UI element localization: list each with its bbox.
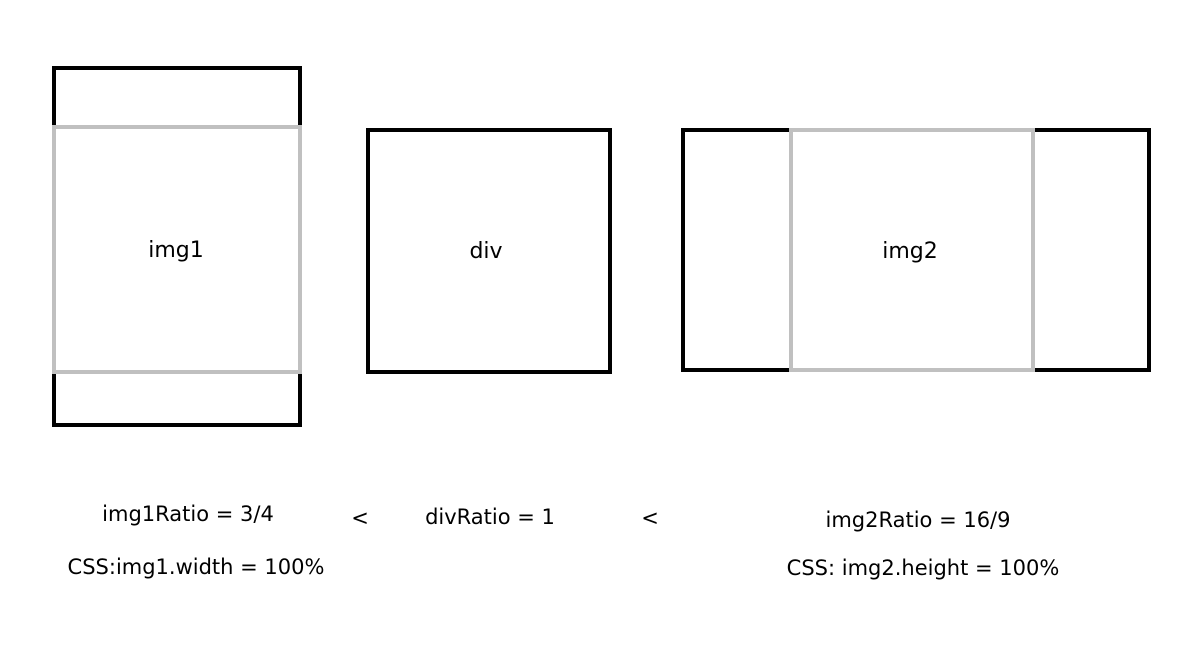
div-frame	[366, 128, 612, 374]
img2-css-text: CSS: img2.height = 100%	[786, 556, 1060, 580]
less-than-symbol-2: <	[641, 506, 659, 530]
div-label: div	[469, 239, 503, 264]
img2-label: img2	[882, 239, 938, 264]
div-ratio-text: divRatio = 1	[425, 505, 555, 529]
img1-label: img1	[148, 238, 204, 263]
less-than-symbol-1: <	[351, 506, 369, 530]
img1-ratio-text: img1Ratio = 3/4	[102, 502, 274, 526]
img1-css-text: CSS:img1.width = 100%	[67, 555, 325, 579]
img2-ratio-text: img2Ratio = 16/9	[825, 508, 1011, 532]
img1-div-frame	[52, 125, 302, 374]
img2-div-frame	[789, 128, 1035, 372]
